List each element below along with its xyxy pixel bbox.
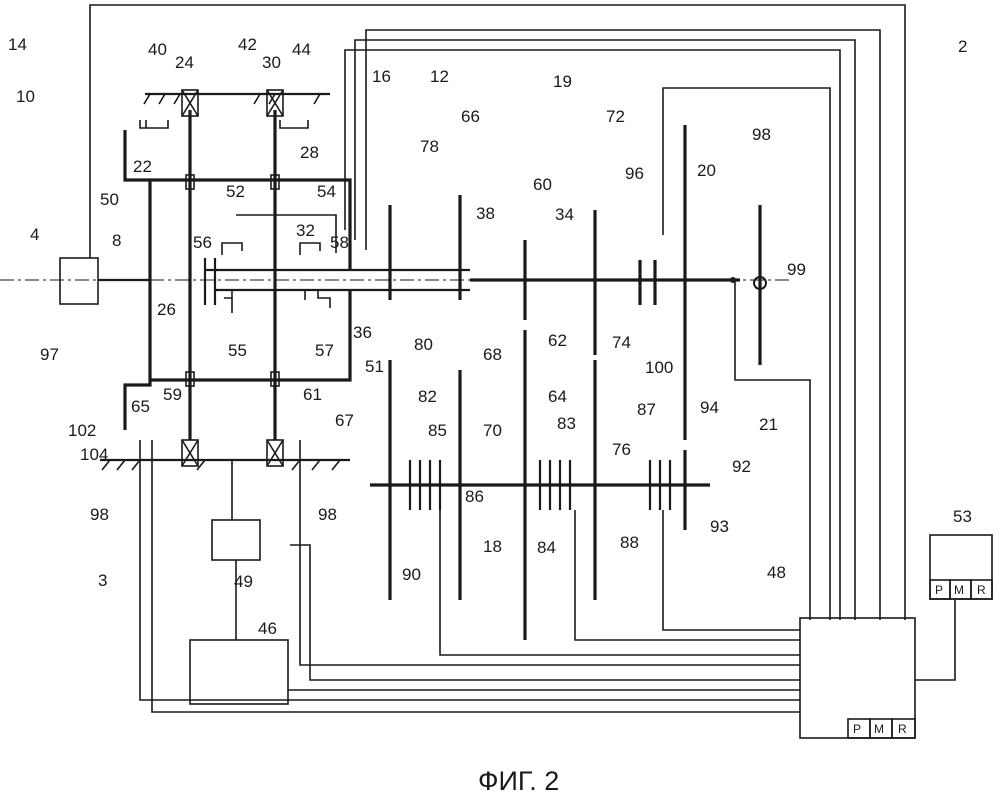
label-74: 74 bbox=[612, 333, 631, 352]
label-18: 18 bbox=[483, 537, 502, 556]
label-20: 20 bbox=[697, 161, 716, 180]
label-67: 67 bbox=[335, 411, 354, 430]
label-44: 44 bbox=[292, 40, 311, 59]
label-92: 92 bbox=[732, 457, 751, 476]
label-16: 16 bbox=[372, 67, 391, 86]
label-48: 48 bbox=[767, 563, 786, 582]
selector-m: M bbox=[954, 583, 964, 597]
label-34: 34 bbox=[555, 205, 574, 224]
label-49: 49 bbox=[234, 572, 253, 591]
controller-m: M bbox=[874, 722, 884, 736]
label-98-right: 98 bbox=[318, 505, 337, 524]
housing-top bbox=[140, 94, 330, 128]
label-70: 70 bbox=[483, 421, 502, 440]
label-76: 76 bbox=[612, 440, 631, 459]
label-83: 83 bbox=[557, 414, 576, 433]
box-46 bbox=[190, 640, 288, 704]
label-68: 68 bbox=[483, 345, 502, 364]
label-104: 104 bbox=[80, 445, 108, 464]
label-85: 85 bbox=[428, 421, 447, 440]
label-78: 78 bbox=[420, 137, 439, 156]
label-28: 28 bbox=[300, 143, 319, 162]
label-98-top: 98 bbox=[752, 125, 771, 144]
label-52: 52 bbox=[226, 182, 245, 201]
label-87: 87 bbox=[637, 400, 656, 419]
selector-r: R bbox=[977, 583, 986, 597]
label-96: 96 bbox=[625, 164, 644, 183]
label-19: 19 bbox=[553, 72, 572, 91]
control-wiring bbox=[90, 5, 955, 712]
label-53: 53 bbox=[953, 507, 972, 526]
label-94: 94 bbox=[700, 398, 719, 417]
housing-bottom bbox=[100, 460, 350, 470]
label-60: 60 bbox=[533, 175, 552, 194]
label-26: 26 bbox=[157, 300, 176, 319]
label-72: 72 bbox=[606, 107, 625, 126]
label-56: 56 bbox=[193, 233, 212, 252]
label-80: 80 bbox=[414, 335, 433, 354]
label-38: 38 bbox=[476, 204, 495, 223]
label-36: 36 bbox=[353, 323, 372, 342]
label-90: 90 bbox=[402, 565, 421, 584]
label-93: 93 bbox=[710, 517, 729, 536]
label-62: 62 bbox=[548, 331, 567, 350]
label-57: 57 bbox=[315, 341, 334, 360]
label-97: 97 bbox=[40, 345, 59, 364]
label-51: 51 bbox=[365, 357, 384, 376]
label-102: 102 bbox=[68, 421, 96, 440]
label-54: 54 bbox=[317, 182, 336, 201]
controller-48 bbox=[800, 618, 915, 738]
controller-r: R bbox=[898, 722, 907, 736]
clutch-group bbox=[222, 215, 336, 313]
label-98-left: 98 bbox=[90, 505, 109, 524]
label-4: 4 bbox=[30, 225, 39, 244]
selector-p: P bbox=[935, 583, 943, 597]
label-58: 58 bbox=[330, 233, 349, 252]
controller-p: P bbox=[853, 722, 861, 736]
label-86: 86 bbox=[465, 487, 484, 506]
engine-box bbox=[60, 258, 98, 304]
label-100: 100 bbox=[645, 358, 673, 377]
label-66: 66 bbox=[461, 107, 480, 126]
label-99: 99 bbox=[787, 260, 806, 279]
label-59: 59 bbox=[163, 385, 182, 404]
label-10: 10 bbox=[16, 87, 35, 106]
label-64: 64 bbox=[548, 387, 567, 406]
label-55: 55 bbox=[228, 341, 247, 360]
label-40: 40 bbox=[148, 40, 167, 59]
label-21: 21 bbox=[759, 415, 778, 434]
label-2: 2 bbox=[958, 37, 967, 56]
label-12: 12 bbox=[430, 67, 449, 86]
label-3: 3 bbox=[98, 571, 107, 590]
label-61: 61 bbox=[303, 385, 322, 404]
label-22: 22 bbox=[133, 157, 152, 176]
planetary-sets bbox=[125, 90, 470, 466]
label-30: 30 bbox=[262, 53, 281, 72]
label-50: 50 bbox=[100, 190, 119, 209]
label-8: 8 bbox=[112, 231, 121, 250]
label-14: 14 bbox=[8, 35, 27, 54]
label-42: 42 bbox=[238, 35, 257, 54]
label-82: 82 bbox=[418, 387, 437, 406]
label-65: 65 bbox=[131, 397, 150, 416]
label-24: 24 bbox=[175, 53, 194, 72]
label-88: 88 bbox=[620, 533, 639, 552]
figure-caption: ФИГ. 2 bbox=[478, 766, 559, 796]
label-46: 46 bbox=[258, 619, 277, 638]
label-84: 84 bbox=[537, 538, 556, 557]
label-32: 32 bbox=[296, 221, 315, 240]
box-49 bbox=[212, 520, 260, 560]
